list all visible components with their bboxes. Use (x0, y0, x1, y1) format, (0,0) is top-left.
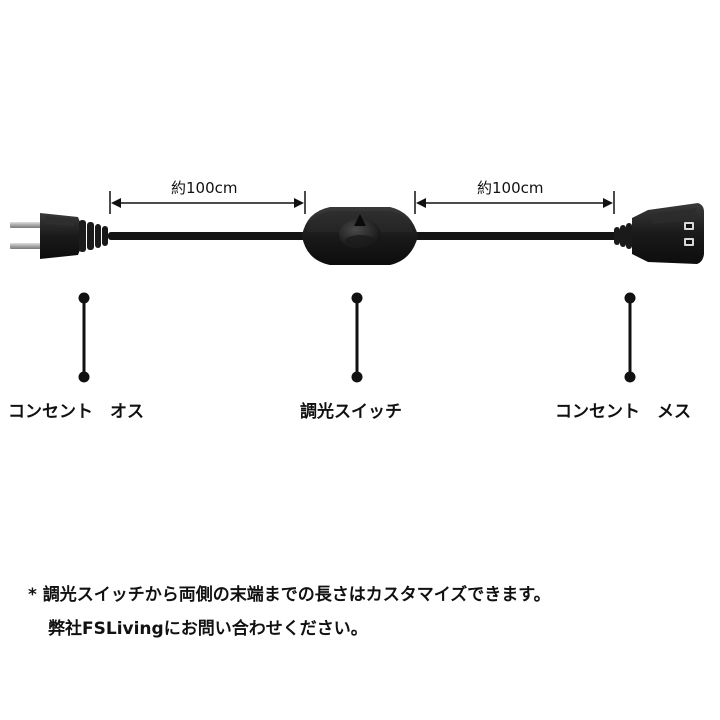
power-cable (108, 232, 617, 240)
dimmer-switch-label: 調光スイッチ (300, 402, 402, 422)
customization-note: * 調光スイッチから両側の末端までの長さはカスタマイズできます。 (28, 585, 551, 605)
male-plug-icon (10, 213, 108, 259)
right-length-label: 約100cm (477, 179, 544, 197)
callout-line-dimmer (351, 292, 363, 383)
callout-line-female-plug (624, 292, 636, 383)
contact-note: 弊社FSLivingにお問い合わせください。 (48, 619, 368, 639)
male-plug-label: コンセント オス (8, 402, 144, 422)
dimmer-switch-icon (302, 207, 418, 265)
dimension-arrow-left (109, 191, 306, 214)
callout-line-male-plug (78, 292, 90, 383)
female-outlet-icon (614, 203, 704, 264)
left-length-label: 約100cm (171, 179, 238, 197)
female-plug-label: コンセント メス (555, 402, 691, 422)
dimension-arrow-right (414, 191, 615, 214)
